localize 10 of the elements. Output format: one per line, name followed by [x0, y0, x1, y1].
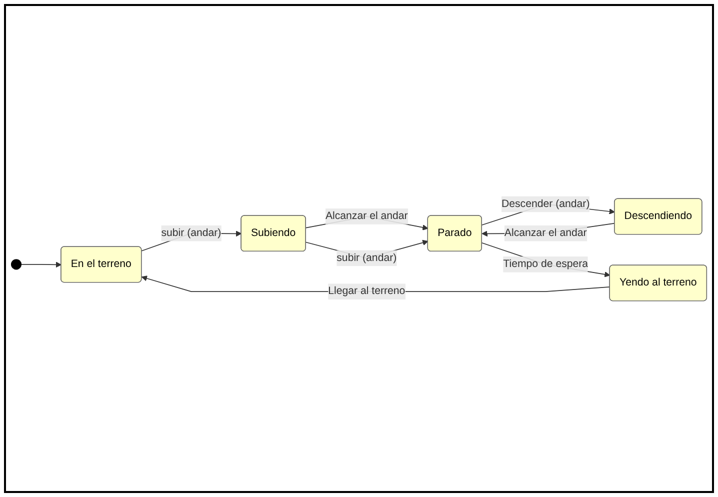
edge-label: subir (andar)	[161, 227, 222, 239]
edge-label: Alcanzar el andar	[325, 210, 408, 222]
arrow	[20, 262, 62, 268]
edge-label: Alcanzar el andar	[504, 227, 587, 239]
node-circle	[10, 259, 22, 270]
edge-label: Tiempo de espera	[503, 258, 588, 270]
arrow	[482, 242, 610, 278]
edge-label: subir (andar)	[336, 252, 397, 264]
edge-label: Llegar al terreno	[328, 286, 406, 297]
edge-label: Descender (andar)	[501, 198, 590, 210]
